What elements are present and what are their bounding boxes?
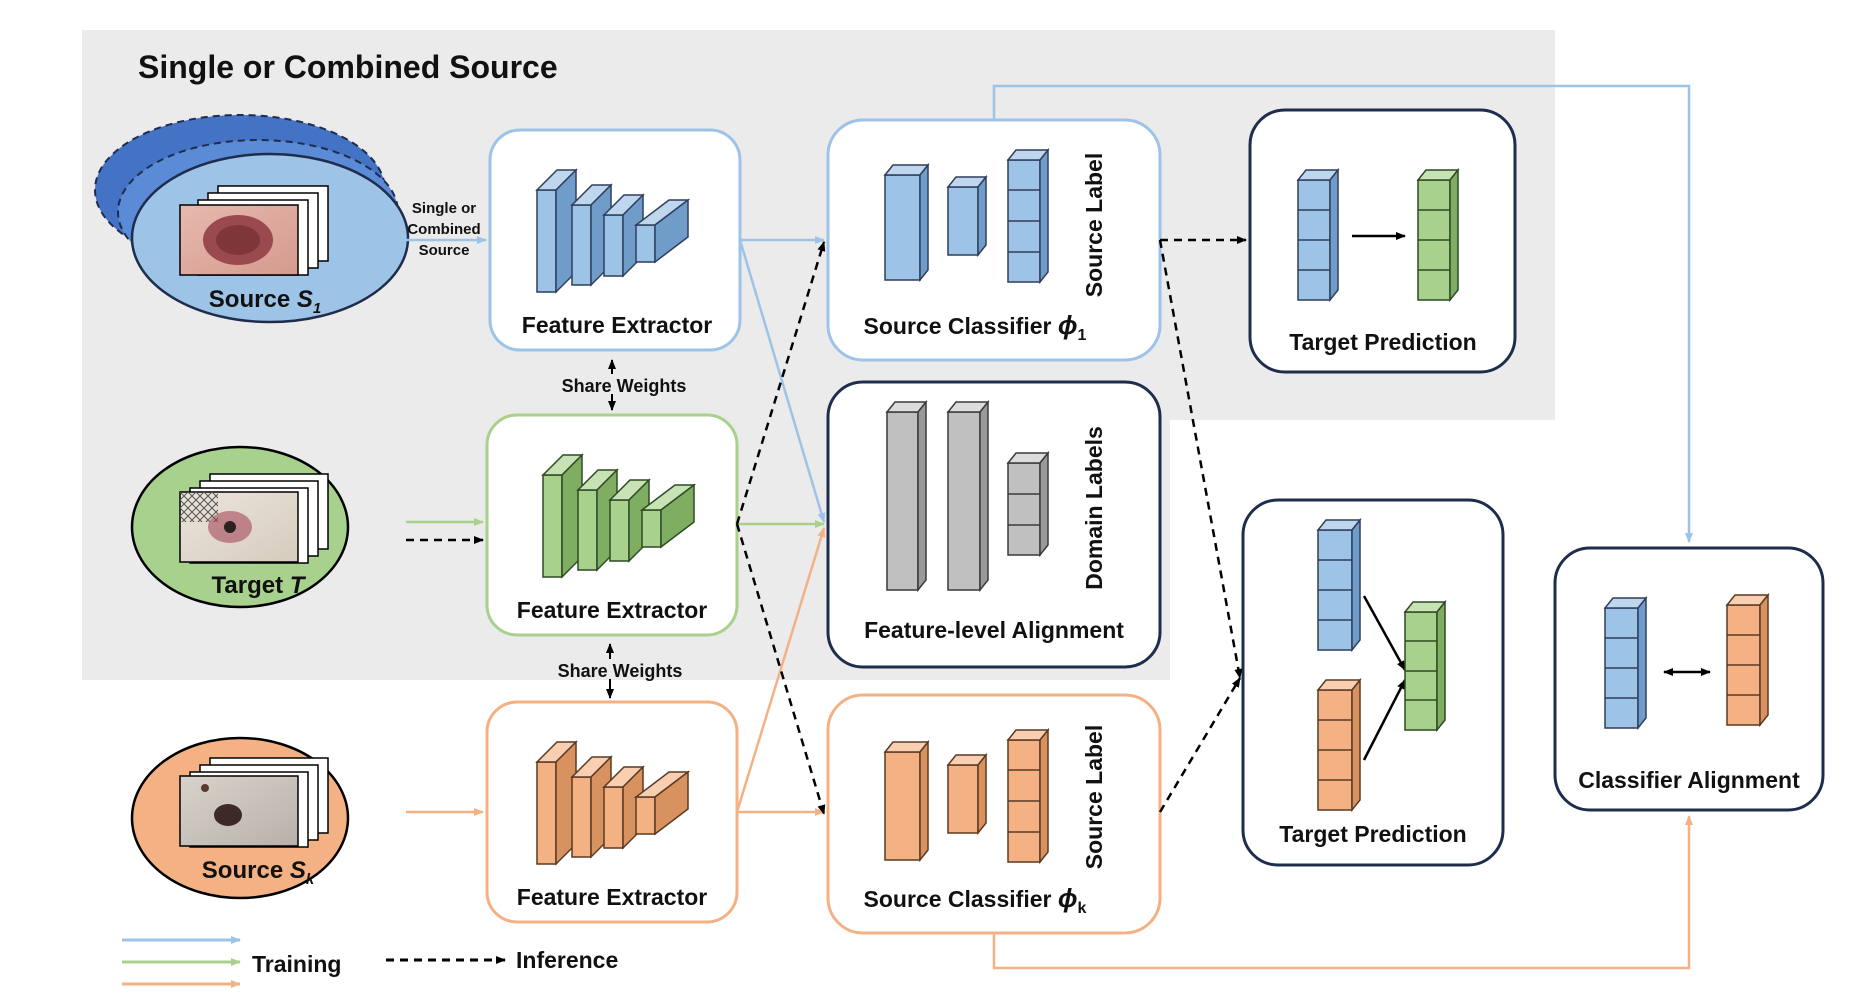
feature-alignment-label: Feature-level Alignment	[864, 617, 1124, 643]
sourcek-input: Source Sk	[130, 736, 350, 900]
feature-extractor-source1: Feature Extractor	[488, 128, 742, 352]
sourcek-image-stack	[179, 757, 329, 848]
svg-text:Single or: Single or	[412, 200, 476, 217]
legend-inference-label: Inference	[516, 947, 618, 973]
region-title: Single or Combined Source	[138, 49, 558, 85]
target-prediction-mid-label: Target Prediction	[1279, 821, 1466, 847]
source-classifier-1-label: Source Classifier ϕ1	[864, 310, 1087, 344]
feature-extractor-source1-label: Feature Extractor	[522, 312, 713, 338]
target-prediction-top-label: Target Prediction	[1289, 329, 1476, 355]
svg-text:Combined: Combined	[407, 221, 480, 238]
arrow-fe1-to-alignment	[738, 239, 826, 523]
source-classifier-k-label: Source Classifier ϕk	[864, 883, 1087, 917]
arrow-classifierk-to-prediction-mid	[1158, 677, 1242, 813]
source1-label: Source S1	[209, 286, 321, 317]
cnn-icon-blue	[535, 168, 691, 294]
arrow-fet-to-classifier1-inference	[735, 241, 826, 525]
legend: Training Inference	[122, 936, 618, 988]
single-or-combined-label: Single or Combined Source	[407, 200, 480, 259]
svg-text:Share Weights: Share Weights	[562, 376, 687, 396]
target-label: Target T	[212, 572, 307, 599]
arrow-fek-to-alignment	[735, 527, 826, 813]
feature-extractor-target: Feature Extractor	[485, 413, 739, 637]
source-classifier-1: Source Label Source Classifier ϕ1	[826, 118, 1162, 362]
legend-training-label: Training	[252, 951, 341, 977]
target-prediction-top: Target Prediction	[1248, 108, 1517, 374]
svg-text:Source: Source	[419, 242, 470, 259]
feature-extractor-sourcek-label: Feature Extractor	[517, 884, 708, 910]
classifier-alignment: Classifier Alignment	[1553, 546, 1825, 812]
feature-extractor-target-label: Feature Extractor	[517, 597, 708, 623]
feature-level-alignment: Domain Labels Feature-level Alignment	[826, 380, 1162, 669]
source1-input: Source S1	[94, 114, 410, 324]
arrow-classifier1-to-prediction-mid	[1158, 239, 1243, 679]
arrow-fet-to-classifierk-inference	[735, 523, 826, 815]
feature-alignment-side-label: Domain Labels	[1081, 426, 1107, 590]
cnn-icon-orange	[535, 740, 691, 866]
svg-text:Share Weights: Share Weights	[558, 661, 683, 681]
share-weights-top: Share Weights	[555, 359, 693, 411]
source-region-background	[82, 30, 1555, 680]
share-weights-bottom: Share Weights	[552, 643, 690, 699]
classifier-alignment-label: Classifier Alignment	[1578, 767, 1800, 793]
source-classifier-k: Source Label Source Classifier ϕk	[826, 693, 1162, 935]
target-prediction-mid: Target Prediction	[1241, 498, 1505, 867]
source-classifier-k-side-label: Source Label	[1081, 725, 1107, 869]
cnn-icon-green	[541, 453, 697, 579]
source1-image-stack	[179, 185, 329, 276]
target-input: Target T	[130, 445, 350, 609]
arrow-classifierk-to-classifier-alignment	[992, 815, 1693, 970]
source-classifier-1-side-label: Source Label	[1081, 153, 1107, 297]
feature-extractor-sourcek: Feature Extractor	[485, 700, 739, 924]
target-image-stack	[179, 473, 329, 564]
sourcek-label: Source Sk	[202, 857, 315, 888]
arrow-classifier1-to-classifier-alignment	[992, 84, 1693, 543]
